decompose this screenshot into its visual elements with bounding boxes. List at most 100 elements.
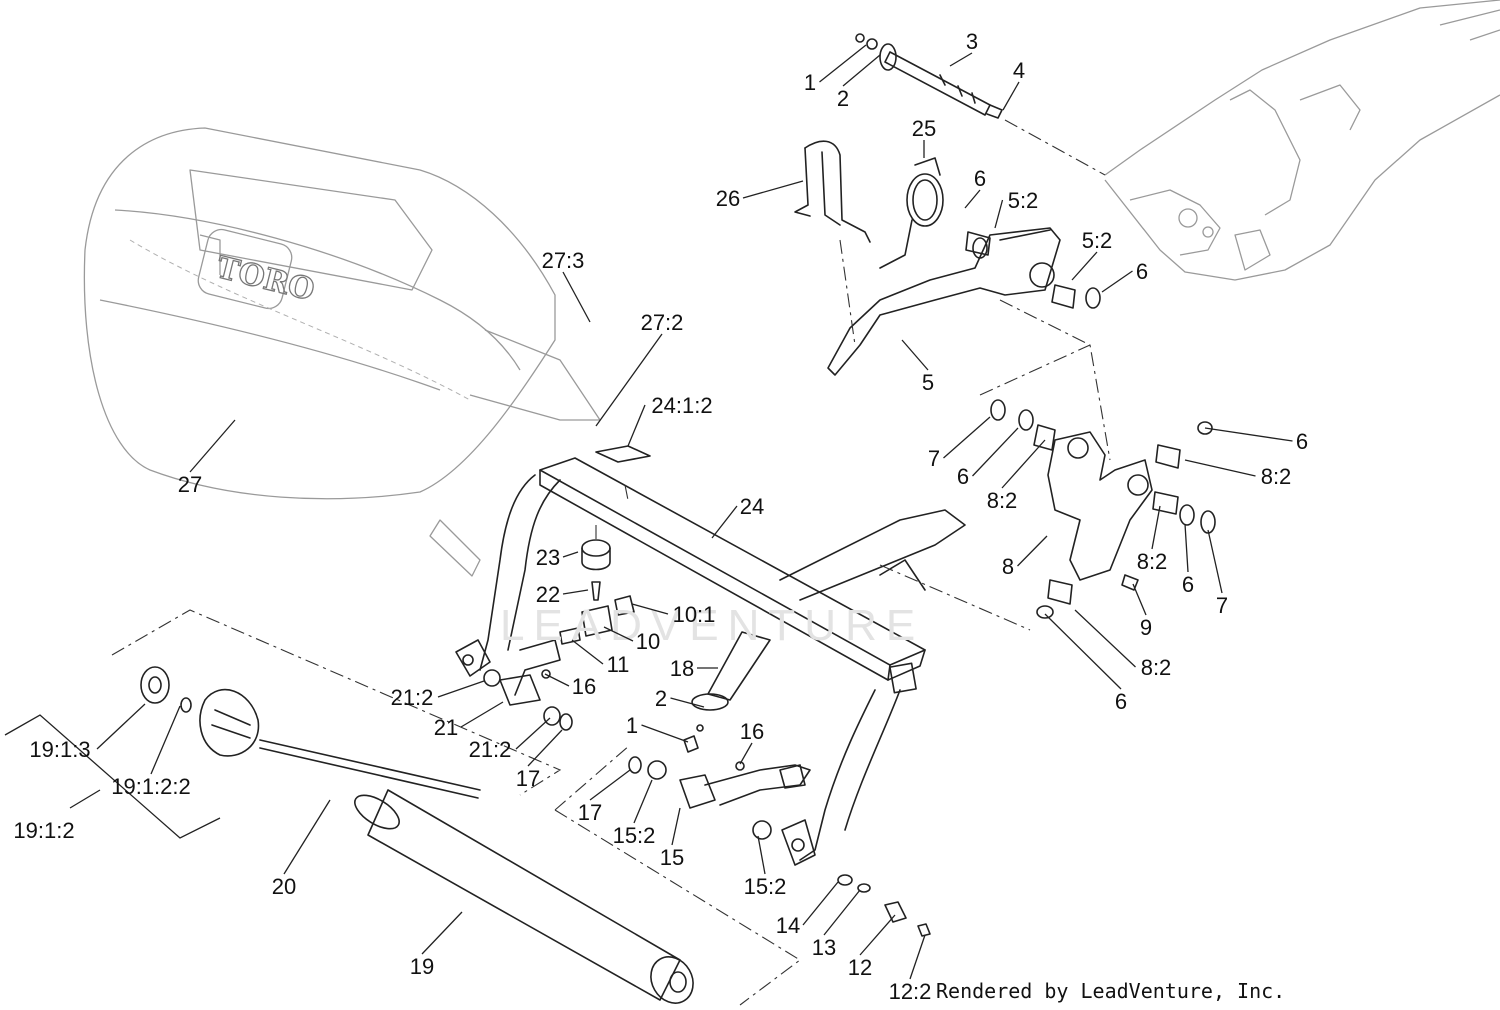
callout-c42: 21:2 bbox=[469, 737, 512, 762]
callout-c17: 6 bbox=[957, 464, 969, 489]
callout-c38: 21 bbox=[434, 715, 458, 740]
leader-c43 bbox=[527, 729, 563, 767]
callout-c10: 6 bbox=[1136, 259, 1148, 284]
part-3-pivot-shaft bbox=[855, 33, 1003, 119]
callout-c08: 5:2 bbox=[1008, 188, 1039, 213]
callout-c25: 7 bbox=[1216, 593, 1228, 618]
leader-c52 bbox=[823, 889, 861, 936]
callout-c31: 11 bbox=[607, 652, 630, 677]
leader-c06 bbox=[742, 180, 804, 199]
axle-hardware bbox=[837, 874, 931, 937]
part-27-grass-basket: TORO bbox=[83, 127, 601, 577]
callout-c15: 27 bbox=[178, 472, 202, 497]
leader-c18 bbox=[1001, 439, 1046, 489]
leader-c26 bbox=[562, 551, 579, 558]
callout-c49: 15:2 bbox=[744, 874, 787, 899]
callout-c26: 23 bbox=[536, 545, 560, 570]
leader-c03 bbox=[949, 52, 973, 67]
leader-c46 bbox=[633, 779, 653, 824]
leader-c19 bbox=[1204, 427, 1293, 442]
callout-c44: 19:1:2:2 bbox=[111, 774, 191, 799]
callout-c40: 16 bbox=[740, 719, 764, 744]
callout-c52: 13 bbox=[812, 935, 836, 960]
leader-c04 bbox=[1002, 81, 1020, 111]
leader-c27 bbox=[562, 589, 589, 595]
callout-c45: 17 bbox=[578, 800, 602, 825]
leader-c36 bbox=[670, 697, 705, 708]
callout-labels: 1234252665:25:2627:327:2524:1:227768:268… bbox=[13, 29, 1308, 1004]
callout-c54: 12 bbox=[848, 955, 872, 980]
callout-c36: 2 bbox=[655, 686, 667, 711]
watermark: LEADVENTURE bbox=[500, 601, 924, 650]
leader-c40 bbox=[739, 742, 753, 765]
right-pivot-parts bbox=[628, 756, 811, 840]
leader-c16 bbox=[943, 416, 991, 459]
leader-c25 bbox=[1207, 529, 1223, 594]
leader-c35 bbox=[437, 680, 485, 698]
callout-c12: 27:2 bbox=[641, 310, 684, 335]
alignment-guides bbox=[111, 119, 1111, 1006]
leader-c02 bbox=[842, 54, 881, 87]
leader-c53 bbox=[421, 911, 463, 955]
leader-c24 bbox=[1184, 523, 1189, 573]
callout-c50: 20 bbox=[272, 874, 296, 899]
leader-c42 bbox=[515, 717, 551, 750]
callout-c13: 5 bbox=[922, 370, 934, 395]
group-bracket-19-1-2 bbox=[4, 714, 221, 839]
leader-c41 bbox=[96, 703, 146, 750]
callout-c19: 6 bbox=[1296, 429, 1308, 454]
leader-c51 bbox=[802, 881, 839, 926]
leader-c45 bbox=[589, 769, 631, 801]
traction-unit-context bbox=[1104, 0, 1500, 281]
part-18-spacer-tube bbox=[683, 631, 771, 753]
callout-c04: 4 bbox=[1013, 58, 1025, 83]
callout-c06: 26 bbox=[716, 186, 740, 211]
part-24-1-2-decal bbox=[595, 445, 651, 463]
part-23-bumper bbox=[581, 539, 611, 601]
callout-c53: 19 bbox=[410, 954, 434, 979]
leader-c08 bbox=[994, 199, 1004, 229]
part-19-1-bearing-assembly bbox=[140, 666, 260, 757]
leader-c09 bbox=[1071, 251, 1098, 281]
leader-c54 bbox=[859, 914, 896, 956]
callout-c33: 8:2 bbox=[1141, 655, 1172, 680]
callout-c14: 24:1:2 bbox=[651, 393, 712, 418]
callout-c09: 5:2 bbox=[1082, 228, 1113, 253]
leader-c14 bbox=[627, 404, 646, 447]
leader-c30 bbox=[1132, 583, 1147, 616]
callout-c22: 8 bbox=[1002, 554, 1014, 579]
leader-c22 bbox=[1017, 535, 1048, 567]
leader-c49 bbox=[757, 835, 766, 875]
leader-c15 bbox=[189, 419, 236, 473]
leader-c01 bbox=[819, 44, 867, 83]
leader-c55 bbox=[909, 934, 926, 980]
callout-c03: 3 bbox=[966, 29, 978, 54]
leader-c29 bbox=[603, 626, 634, 642]
part-5-lift-arm bbox=[827, 227, 1061, 376]
callout-c23: 8:2 bbox=[1137, 549, 1168, 574]
callout-c07: 6 bbox=[974, 166, 986, 191]
leader-c11 bbox=[562, 271, 591, 323]
leader-c50 bbox=[283, 799, 331, 875]
part-26-bracket bbox=[794, 140, 871, 243]
leader-c20 bbox=[1184, 459, 1256, 477]
callout-c48: 15 bbox=[660, 845, 684, 870]
callout-c24: 6 bbox=[1182, 572, 1194, 597]
leader-c17 bbox=[972, 427, 1019, 477]
callout-c02: 2 bbox=[837, 86, 849, 111]
leader-c31 bbox=[571, 639, 604, 665]
leader-c07 bbox=[964, 189, 981, 209]
leader-c39 bbox=[641, 724, 689, 743]
callout-c29: 10 bbox=[636, 629, 660, 654]
callout-c55: 12:2 bbox=[889, 979, 932, 1004]
callout-c05: 25 bbox=[912, 116, 936, 141]
callout-c11: 27:3 bbox=[542, 248, 585, 273]
callout-c47: 19:1:2 bbox=[13, 818, 74, 843]
leader-c34 bbox=[544, 673, 570, 687]
part-24-roller-frame bbox=[455, 457, 966, 866]
callout-c39: 1 bbox=[626, 713, 638, 738]
leader-c21 bbox=[711, 505, 738, 539]
callout-c20: 8:2 bbox=[1261, 464, 1292, 489]
callout-c28: 10:1 bbox=[673, 602, 716, 627]
callout-c35: 21:2 bbox=[391, 685, 434, 710]
